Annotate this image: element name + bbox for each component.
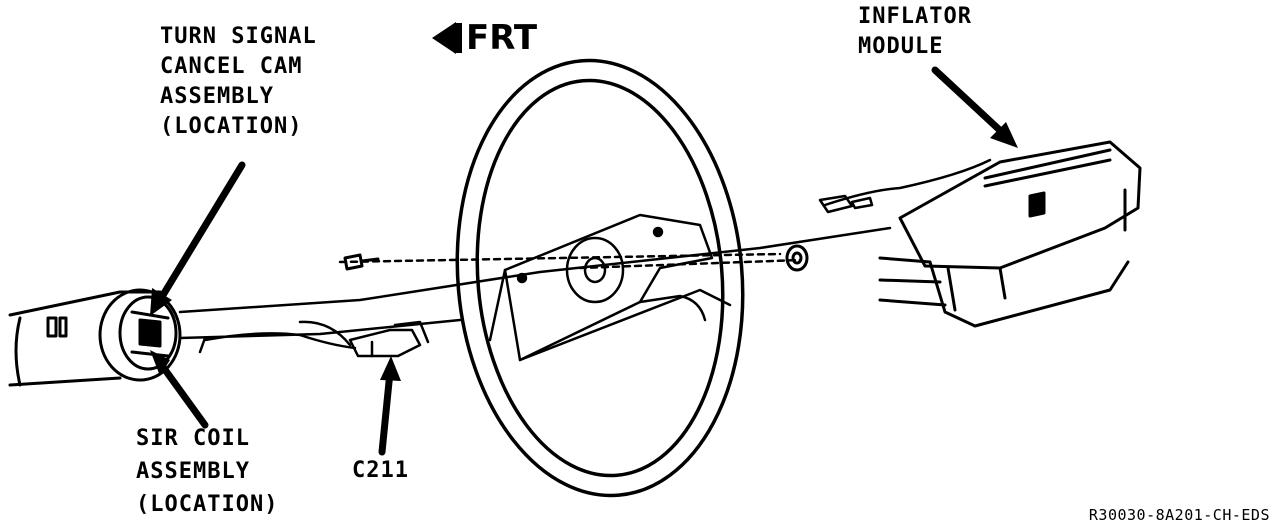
- front-label: FRT: [466, 18, 538, 58]
- turn-signal-label-line: (LOCATION): [160, 114, 303, 139]
- arrow-tail: [454, 23, 462, 53]
- turn-signal-cancel-cam-label: TURN SIGNAL CANCEL CAM ASSEMBLY (LOCATIO…: [160, 22, 317, 142]
- sir-coil-assembly-label: SIR COIL ASSEMBLY (LOCATION): [136, 422, 278, 521]
- mounting-bolt: [343, 253, 380, 271]
- inflator-module-label: INFLATOR MODULE: [858, 2, 972, 62]
- sir-coil-label-line: (LOCATION): [136, 492, 279, 517]
- connector-c211-label: C211: [352, 456, 409, 486]
- left-arrow-icon: [432, 22, 456, 54]
- steering-column: [8, 288, 182, 387]
- leader-arrows: [154, 66, 1009, 456]
- mounting-nut: [785, 244, 809, 272]
- inflator-module-drawing: [878, 140, 1142, 328]
- sir-wiring: [203, 320, 430, 358]
- connector-label-text: C211: [352, 458, 409, 483]
- turn-signal-label-line: CANCEL CAM: [160, 54, 303, 79]
- inflator-harness: [818, 158, 992, 214]
- column-shaft: [178, 226, 892, 354]
- sir-coil-label-line: ASSEMBLY: [136, 459, 250, 484]
- front-direction-indicator: FRT: [432, 18, 537, 58]
- inflator-label-line: MODULE: [858, 34, 944, 59]
- steering-wheel-hub: [488, 213, 732, 362]
- steering-wheel-rim: [455, 58, 745, 498]
- sir-coil-label-line: SIR COIL: [136, 426, 250, 451]
- reference-code: R30030-8A201-CH-EDS: [1088, 506, 1270, 524]
- turn-signal-label-line: ASSEMBLY: [160, 84, 274, 109]
- leader-arrow-heads: [150, 122, 1018, 381]
- turn-signal-label-line: TURN SIGNAL: [160, 24, 317, 49]
- inflator-label-line: INFLATOR: [858, 4, 972, 29]
